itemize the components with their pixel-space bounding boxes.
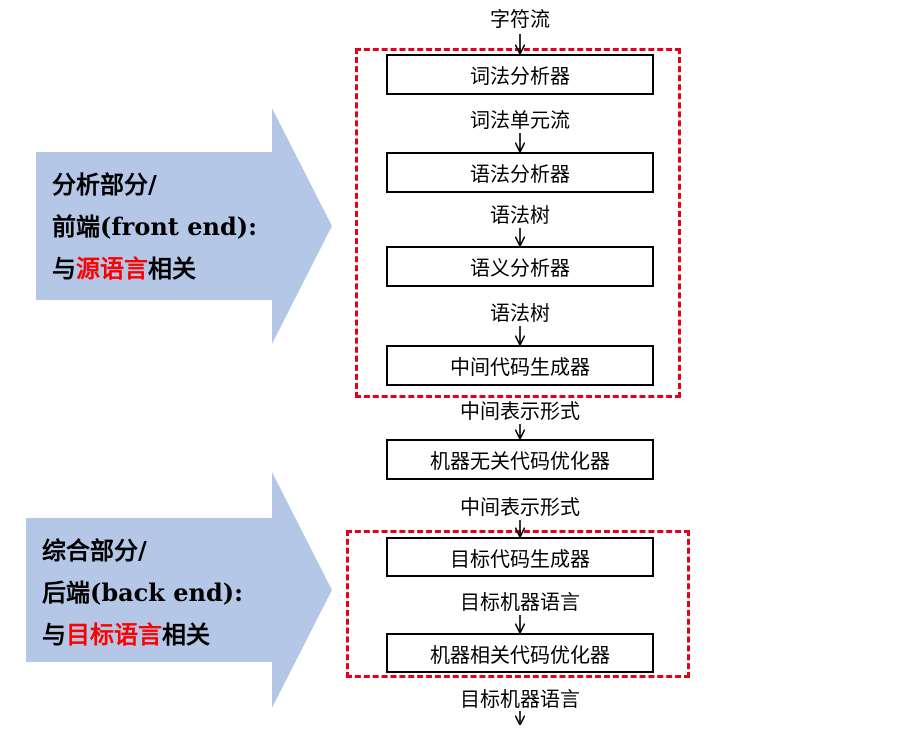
front-end-arrow-shape [36,108,332,344]
front-end-label-line3: 与源语言相关 [52,248,257,290]
back-end-label-line3: 与目标语言相关 [42,614,243,656]
target-code-generator-box: 目标代码生成器 [386,537,654,577]
front-end-label-line1: 分析部分/ [52,170,157,199]
flow-label-0: 词法单元流 [470,108,570,132]
semantic-analyzer-box: 语义分析器 [386,246,654,287]
machine-independent-optimizer-box: 机器无关代码优化器 [386,439,654,480]
intermediate-code-generator-box: 中间代码生成器 [386,345,654,386]
front-end-label-line2: 前端(front end): [52,212,257,241]
back-end-label-prefix: 与 [42,620,66,649]
back-end-label-suffix: 相关 [162,620,210,649]
front-end-label-suffix: 相关 [148,254,196,283]
flow-label-2: 语法树 [490,301,550,325]
output-stream-label: 目标机器语言 [460,687,580,711]
flow-label-1: 语法树 [490,203,550,227]
source-language-highlight: 源语言 [76,254,148,283]
back-end-label-line2: 后端(back end): [42,578,243,607]
front-end-label-prefix: 与 [52,254,76,283]
front-end-label: 分析部分/ 前端(front end): 与源语言相关 [52,164,257,290]
target-language-highlight: 目标语言 [66,620,162,649]
flow-label-3: 中间表示形式 [460,399,580,423]
back-end-arrow-shape [26,472,332,708]
lexical-analyzer-box: 词法分析器 [386,54,654,95]
back-end-label: 综合部分/ 后端(back end): 与目标语言相关 [42,530,243,656]
back-end-label-line1: 综合部分/ [42,536,147,565]
flow-label-4: 中间表示形式 [460,495,580,519]
flow-label-5: 目标机器语言 [460,590,580,614]
syntax-analyzer-box: 语法分析器 [386,152,654,193]
input-stream-label: 字符流 [490,7,550,31]
machine-dependent-optimizer-box: 机器相关代码优化器 [386,633,654,673]
